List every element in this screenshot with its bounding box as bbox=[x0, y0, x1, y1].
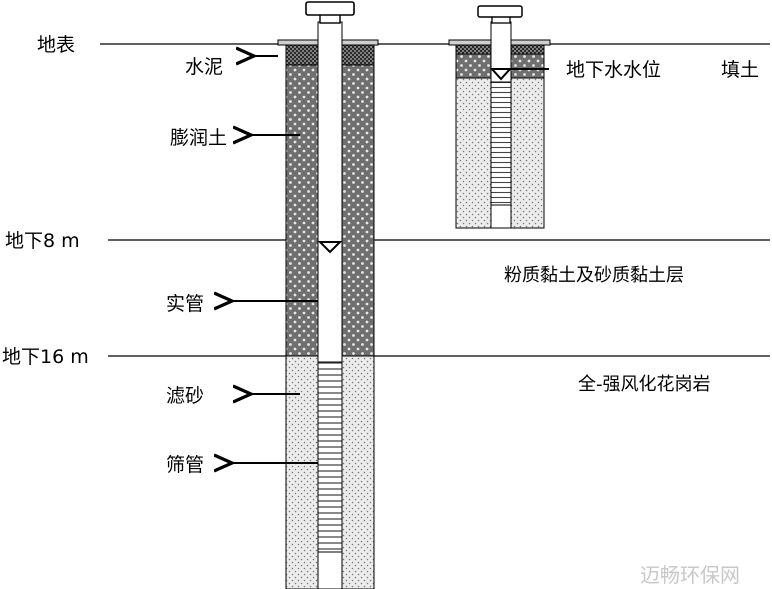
granite-layer-label: 全-强风化花岗岩 bbox=[578, 374, 711, 395]
small-well-cap bbox=[477, 5, 523, 18]
filter-sand-label: 滤砂 bbox=[166, 385, 204, 407]
cement-label: 水泥 bbox=[185, 56, 223, 78]
depth-16m-label: 地下16 m bbox=[2, 346, 89, 368]
main-well-solid-pipe bbox=[317, 21, 343, 363]
small-well-sump bbox=[490, 204, 512, 229]
watermark: 迈畅环保网 bbox=[640, 563, 740, 587]
main-well-screen-pipe bbox=[317, 361, 343, 553]
bentonite-label: 膨润土 bbox=[170, 127, 227, 149]
main-well-sump bbox=[317, 551, 343, 589]
fill-soil-label: 填土 bbox=[721, 59, 759, 81]
groundwater-level-label: 地下水水位 bbox=[566, 59, 661, 81]
small-well-water-level-icon bbox=[489, 68, 513, 81]
small-well bbox=[448, 5, 551, 229]
depth-8m-label: 地下8 m bbox=[5, 230, 80, 252]
clay-layer-label: 粉质黏土及砂质黏土层 bbox=[504, 265, 684, 286]
screen-pipe-label: 筛管 bbox=[166, 454, 204, 476]
main-well bbox=[277, 1, 379, 589]
main-well-water-level-icon bbox=[317, 241, 343, 254]
solid-pipe-label: 实管 bbox=[166, 293, 204, 315]
surface-label: 地表 bbox=[37, 34, 75, 56]
main-well-cap bbox=[305, 1, 355, 16]
small-well-screen-pipe bbox=[490, 81, 512, 206]
